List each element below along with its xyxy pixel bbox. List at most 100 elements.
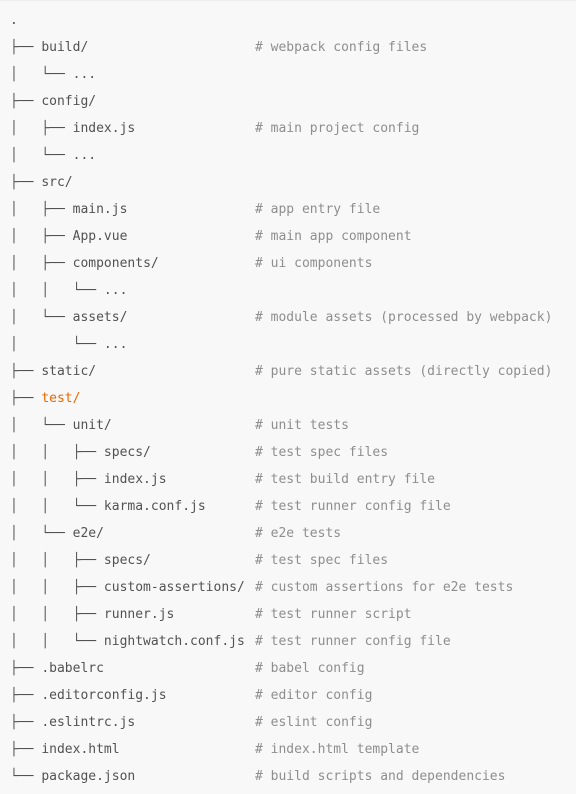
tree-branch-prefix: │ └── — [10, 310, 73, 325]
tree-line: │ ├── App.vue# main app component — [0, 223, 576, 250]
tree-entry-name: index.js — [103, 472, 167, 487]
tree-line: . — [0, 7, 576, 34]
tree-comment: # app entry file — [255, 202, 381, 217]
tree-branch-prefix: │ │ └── — [10, 499, 104, 514]
tree-comment: # test runner script — [255, 607, 412, 622]
tree-branch-prefix: │ └── — [10, 337, 104, 352]
tree-comment: # test build entry file — [255, 472, 436, 487]
tree-line: │ │ └── karma.conf.js# test runner confi… — [0, 493, 576, 520]
tree-entry: ├── .babelrc — [0, 655, 255, 682]
tree-entry: │ └── assets/ — [0, 304, 255, 331]
tree-line: └── package.json# build scripts and depe… — [0, 763, 576, 790]
tree-entry: │ │ ├── custom-assertions/ — [0, 574, 255, 601]
tree-branch-prefix: │ └── — [10, 148, 73, 163]
tree-entry-name: main.js — [72, 202, 128, 217]
tree-comment: # main project config — [255, 121, 420, 136]
tree-entry-name: .eslintrc.js — [41, 715, 136, 730]
tree-comment: # ui components — [255, 256, 373, 271]
tree-entry-name: App.vue — [72, 229, 128, 244]
tree-branch-prefix: ├── — [10, 364, 42, 379]
tree-line: ├── .editorconfig.js# editor config — [0, 682, 576, 709]
tree-entry: │ │ └── nightwatch.conf.js — [0, 628, 255, 655]
tree-entry: ├── .eslintrc.js — [0, 709, 255, 736]
tree-comment: # e2e tests — [255, 526, 342, 541]
tree-entry-name: karma.conf.js — [103, 499, 206, 514]
tree-line: │ └── unit/# unit tests — [0, 412, 576, 439]
tree-line: ├── src/ — [0, 169, 576, 196]
tree-entry-name: e2e/ — [72, 526, 104, 541]
tree-comment: # custom assertions for e2e tests — [255, 580, 514, 595]
tree-branch-prefix: │ └── — [10, 418, 73, 433]
tree-entry: │ └── e2e/ — [0, 520, 255, 547]
tree-entry: │ ├── index.js — [0, 115, 255, 142]
tree-entry: │ │ ├── specs/ — [0, 439, 255, 466]
tree-branch-prefix: └── — [10, 769, 42, 784]
tree-entry-name: runner.js — [103, 607, 175, 622]
tree-entry-name: components/ — [72, 256, 159, 271]
tree-entry: │ ├── App.vue — [0, 223, 255, 250]
tree-line: │ └── assets/# module assets (processed … — [0, 304, 576, 331]
tree-branch-prefix: ├── — [10, 175, 42, 190]
tree-entry: │ └── ... — [0, 142, 255, 169]
tree-line: │ │ ├── custom-assertions/# custom asser… — [0, 574, 576, 601]
tree-entry-name: ... — [103, 337, 128, 352]
tree-comment: # eslint config — [255, 715, 373, 730]
tree-branch-prefix: │ │ ├── — [10, 607, 104, 622]
tree-branch-prefix: │ │ ├── — [10, 553, 104, 568]
tree-entry-name: specs/ — [103, 553, 151, 568]
tree-entry: │ │ ├── runner.js — [0, 601, 255, 628]
tree-line: │ │ ├── specs/# test spec files — [0, 547, 576, 574]
tree-entry-name: custom-assertions/ — [103, 580, 245, 595]
tree-entry: │ └── ... — [0, 331, 255, 358]
tree-comment: # test runner config file — [255, 634, 451, 649]
tree-entry-name: unit/ — [72, 418, 112, 433]
tree-line: │ └── e2e/# e2e tests — [0, 520, 576, 547]
tree-entry: ├── test/ — [0, 385, 255, 412]
tree-entry-name: ... — [72, 67, 97, 82]
tree-entry-name: .editorconfig.js — [41, 688, 167, 703]
tree-entry: │ │ ├── index.js — [0, 466, 255, 493]
tree-comment: # index.html template — [255, 742, 420, 757]
tree-line: │ │ ├── index.js# test build entry file — [0, 466, 576, 493]
tree-entry-name: static/ — [41, 364, 97, 379]
tree-branch-prefix: ├── — [10, 391, 42, 406]
tree-entry-name: test/ — [41, 391, 81, 406]
tree-comment: # webpack config files — [255, 40, 428, 55]
tree-entry-name: specs/ — [103, 445, 151, 460]
tree-entry: │ │ └── ... — [0, 277, 255, 304]
tree-entry-name: .babelrc — [41, 661, 104, 676]
tree-entry: ├── config/ — [0, 88, 255, 115]
tree-comment: # module assets (processed by webpack) — [255, 310, 553, 325]
tree-line: ├── config/ — [0, 88, 576, 115]
tree-comment: # pure static assets (directly copied) — [255, 364, 553, 379]
tree-branch-prefix: ├── — [10, 94, 42, 109]
tree-comment: # test spec files — [255, 553, 389, 568]
tree-entry: ├── build/ — [0, 34, 255, 61]
tree-entry-name: index.js — [72, 121, 136, 136]
tree-branch-prefix: │ │ ├── — [10, 472, 104, 487]
tree-line: ├── build/# webpack config files — [0, 34, 576, 61]
tree-branch-prefix: │ │ ├── — [10, 445, 104, 460]
tree-entry: │ ├── components/ — [0, 250, 255, 277]
tree-branch-prefix: │ │ └── — [10, 283, 104, 298]
tree-branch-prefix: │ ├── — [10, 229, 73, 244]
tree-branch-prefix: ├── — [10, 40, 42, 55]
tree-branch-prefix: ├── — [10, 742, 42, 757]
tree-branch-prefix: │ ├── — [10, 256, 73, 271]
tree-line: │ │ ├── specs/# test spec files — [0, 439, 576, 466]
tree-branch-prefix: │ └── — [10, 526, 73, 541]
tree-entry-name: ... — [72, 148, 97, 163]
tree-line: ├── test/ — [0, 385, 576, 412]
tree-branch-prefix: │ ├── — [10, 202, 73, 217]
tree-comment: # test spec files — [255, 445, 389, 460]
tree-line: │ └── ... — [0, 331, 576, 358]
tree-entry: │ │ ├── specs/ — [0, 547, 255, 574]
tree-branch-prefix: │ │ ├── — [10, 580, 104, 595]
tree-entry-name: src/ — [41, 175, 73, 190]
tree-branch-prefix: ├── — [10, 688, 42, 703]
tree-entry: ├── .editorconfig.js — [0, 682, 255, 709]
tree-entry: └── package.json — [0, 763, 255, 790]
tree-branch-prefix: │ ├── — [10, 121, 73, 136]
tree-line: ├── static/ # pure static assets (directl… — [0, 358, 576, 385]
tree-comment: # babel config — [255, 661, 365, 676]
